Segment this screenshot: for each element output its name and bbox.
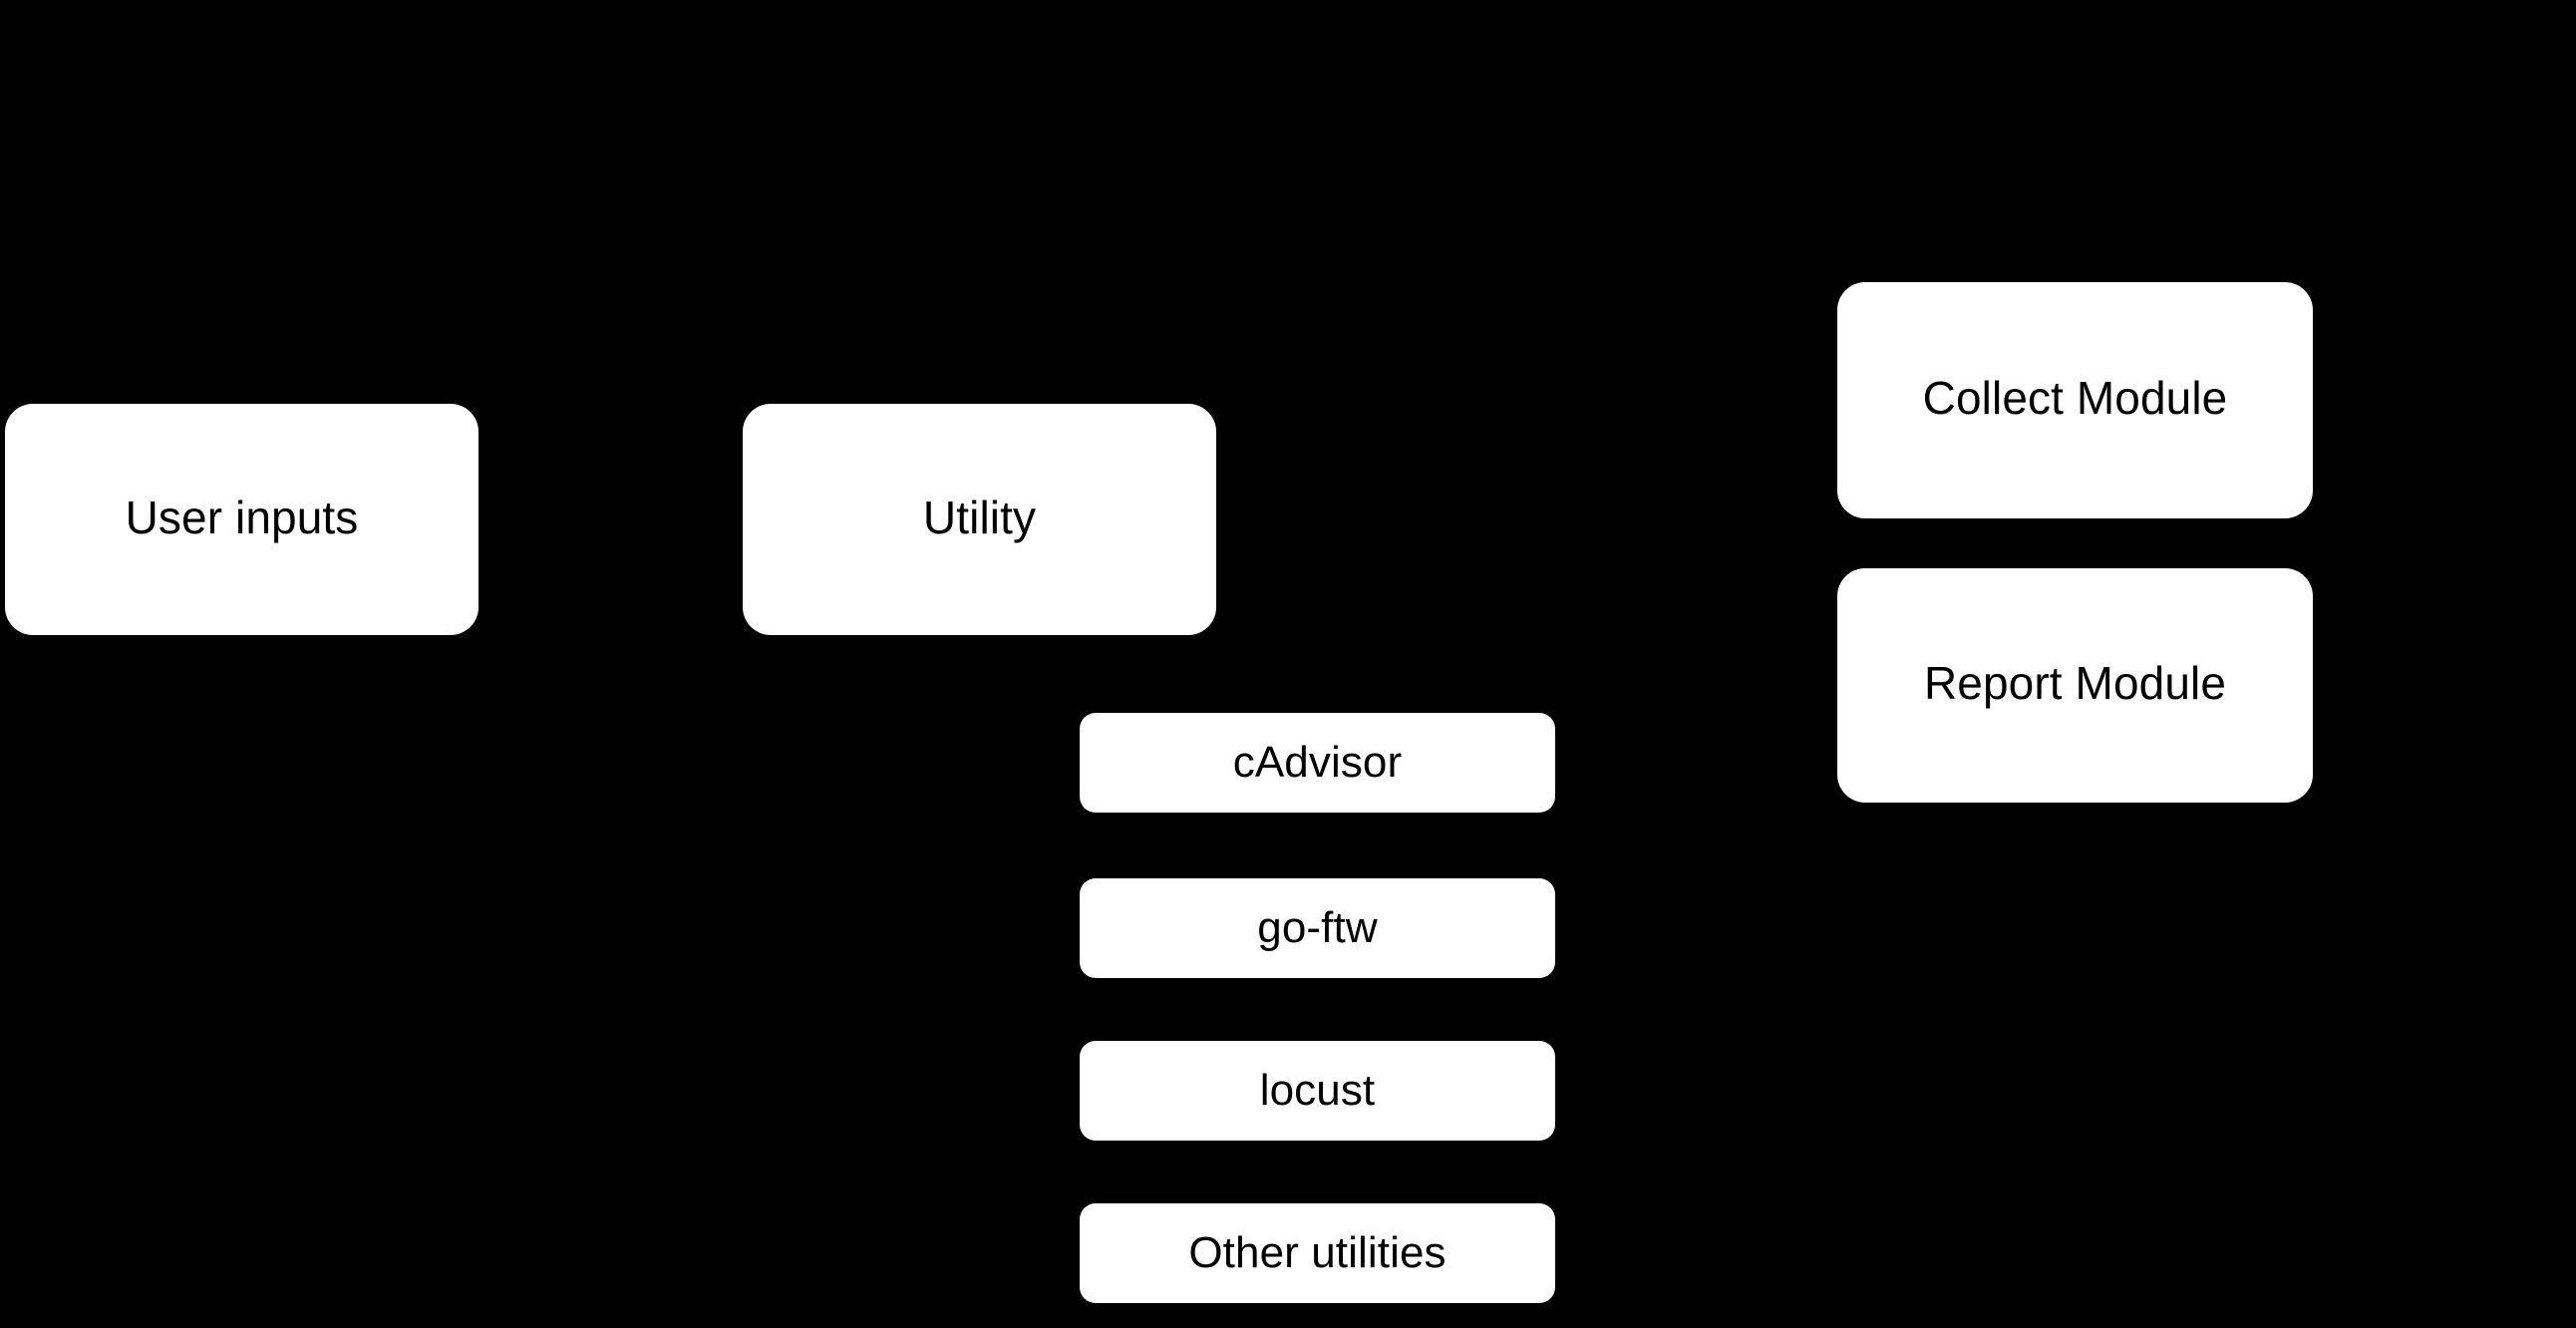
node-go-ftw-label: go-ftw [1257,902,1378,952]
node-locust[interactable]: locust [1080,1041,1555,1141]
node-report-module-label: Report Module [1923,657,2227,710]
node-user-inputs-label: User inputs [125,491,359,543]
node-collect-module[interactable]: Collect Module [1837,282,2313,518]
node-user-inputs[interactable]: User inputs [5,404,479,635]
node-go-ftw[interactable]: go-ftw [1080,878,1555,978]
node-cadvisor-label: cAdvisor [1232,737,1403,787]
node-report-module[interactable]: Report Module [1837,568,2313,803]
node-collect-module-label: Collect Module [1922,372,2228,425]
node-locust-label: locust [1259,1065,1376,1115]
node-other-utilities[interactable]: Other utilities [1080,1203,1555,1303]
node-cadvisor[interactable]: cAdvisor [1080,713,1555,813]
node-other-utilities-label: Other utilities [1188,1227,1447,1277]
node-utility[interactable]: Utility [743,404,1216,635]
node-utility-label: Utility [922,491,1037,543]
